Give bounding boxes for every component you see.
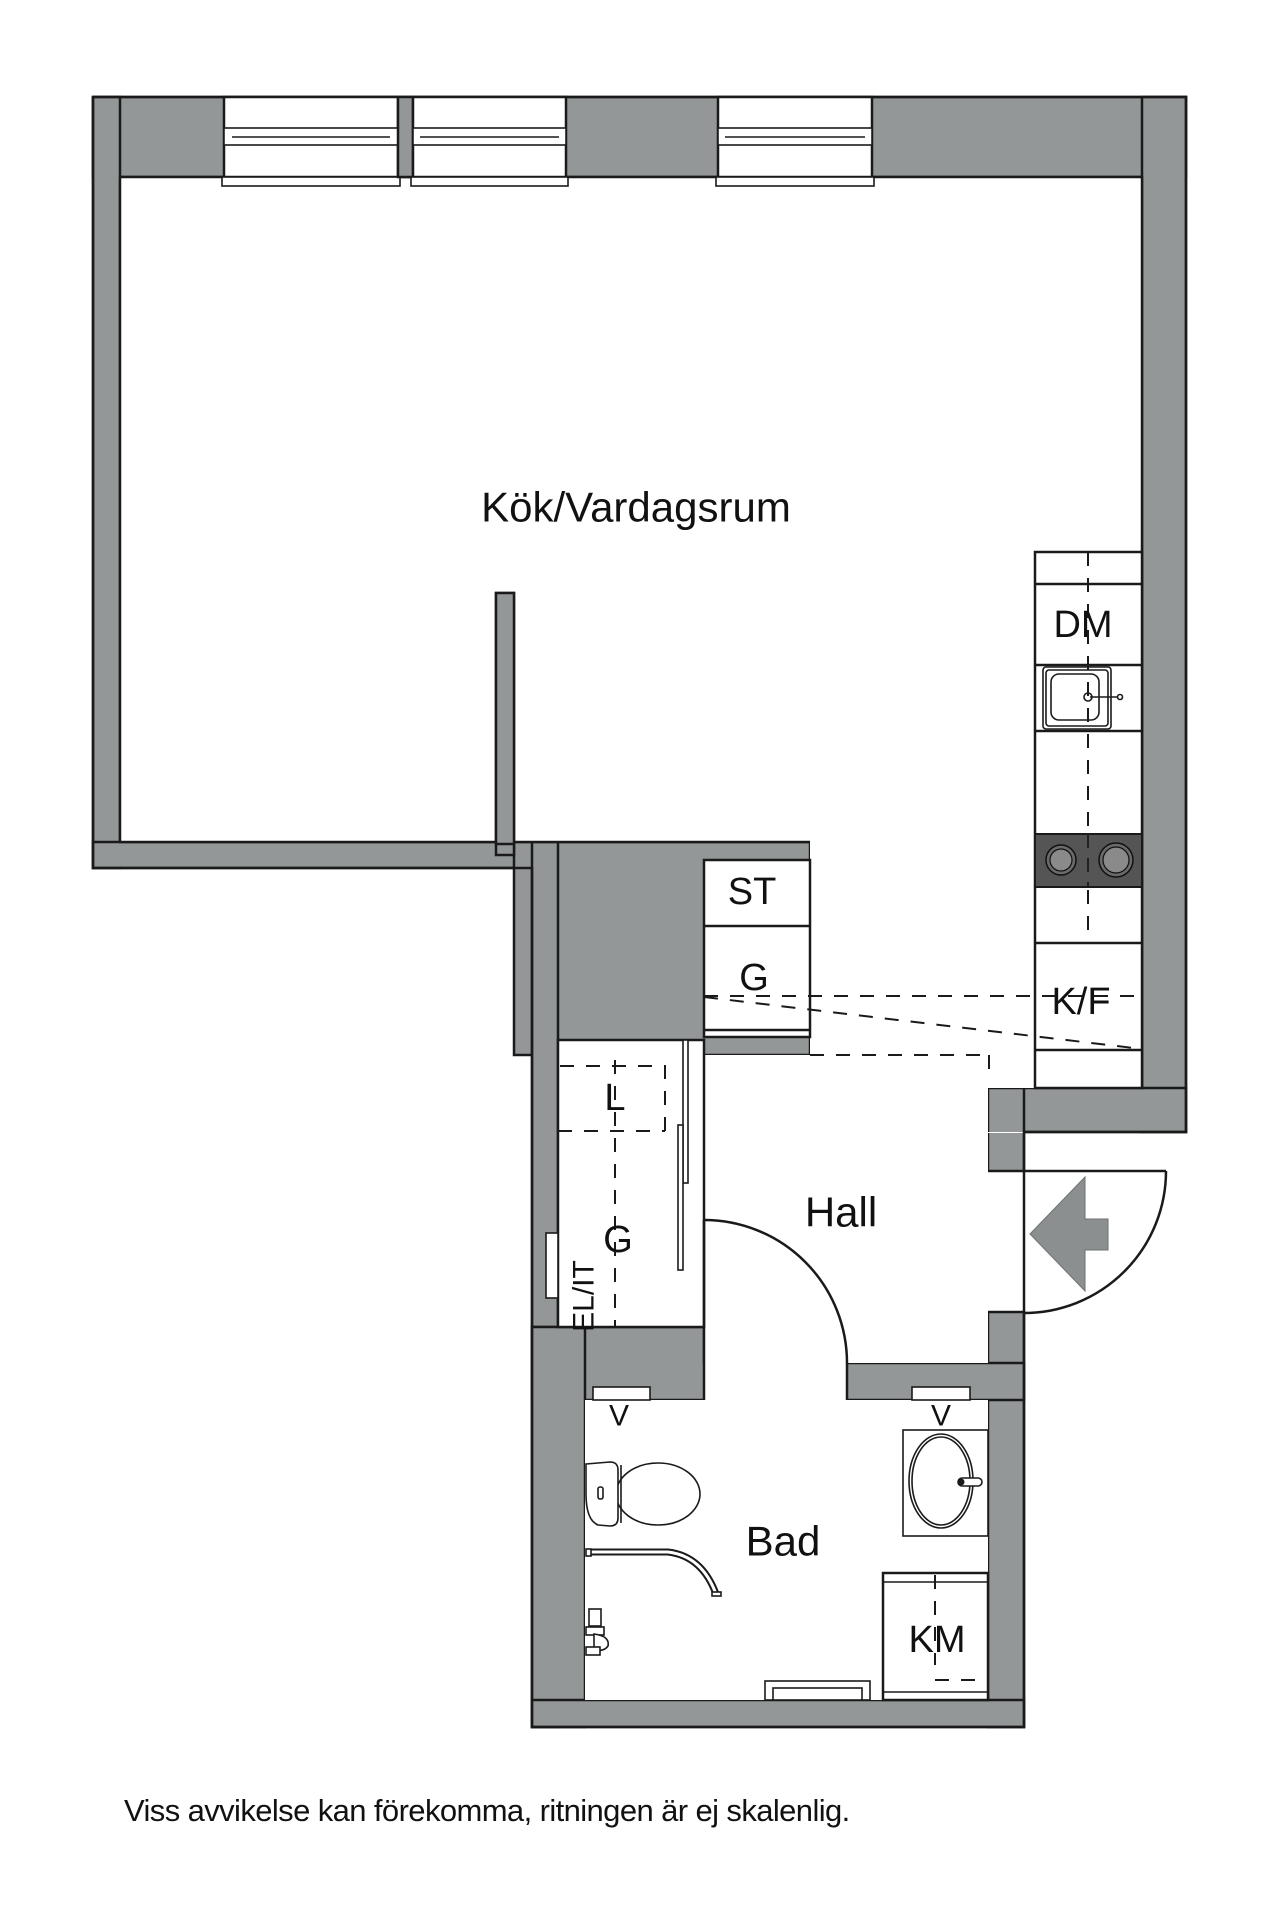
window-1 bbox=[221, 95, 401, 187]
hall: Hall bbox=[702, 1189, 877, 1364]
bathroom: V V bbox=[585, 1386, 990, 1702]
window-2 bbox=[410, 95, 569, 187]
shower-icon bbox=[585, 1548, 722, 1656]
entrance-door[interactable] bbox=[1022, 1169, 1168, 1315]
kitchen-counter: DM K/F bbox=[1033, 550, 1144, 1090]
toilet-icon bbox=[585, 1461, 701, 1527]
label-bad: Bad bbox=[746, 1518, 821, 1565]
stove-icon bbox=[1034, 833, 1143, 888]
label-st: ST bbox=[728, 871, 777, 913]
entrance-arrow-icon bbox=[1029, 1175, 1109, 1293]
washbasin-icon bbox=[902, 1429, 989, 1537]
label-v-left: V bbox=[609, 1400, 629, 1433]
kitchen-closet: ST G bbox=[702, 858, 812, 1039]
label-kf: K/F bbox=[1051, 981, 1110, 1023]
label-hall: Hall bbox=[805, 1189, 877, 1236]
label-g-hall: G bbox=[603, 1219, 633, 1261]
washing-machine-box: KM bbox=[881, 1571, 990, 1702]
bathroom-door-swing[interactable] bbox=[703, 1218, 849, 1364]
label-el-it: EL/IT bbox=[568, 1260, 601, 1332]
label-v-right: V bbox=[931, 1400, 951, 1433]
label-km: KM bbox=[909, 1619, 966, 1661]
kitchen-sink-icon bbox=[1042, 666, 1124, 730]
label-g-kitchen: G bbox=[739, 957, 769, 999]
hall-closet: L G EL/IT bbox=[545, 1038, 706, 1332]
label-l: L bbox=[604, 1077, 625, 1119]
disclaimer-text: Viss avvikelse kan förekomma, ritningen … bbox=[124, 1793, 850, 1828]
label-kok-vardagsrum: Kök/Vardagsrum bbox=[481, 484, 791, 531]
overhead-dashed-lines bbox=[703, 995, 1143, 1075]
label-dm: DM bbox=[1053, 604, 1112, 646]
window-3 bbox=[715, 95, 875, 187]
